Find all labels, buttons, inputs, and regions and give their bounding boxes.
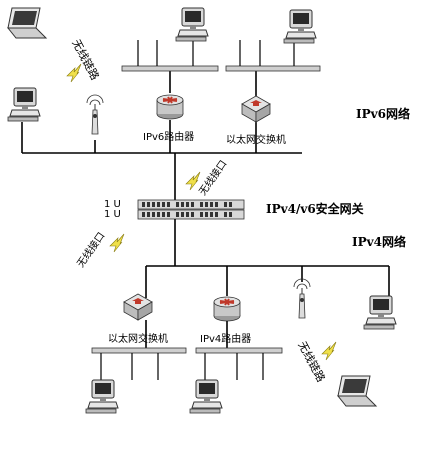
ipv4-router-hub-bar — [195, 347, 283, 354]
desktop-computer-icon — [175, 7, 209, 42]
ethernet-switch-icon — [123, 293, 153, 321]
desktop-computer-icon — [283, 9, 317, 44]
eth-switch-top-label: 以太网交换机 — [226, 133, 286, 146]
wireless-antenna-icon — [86, 94, 104, 135]
wireless-signal-icon — [66, 63, 82, 83]
port-mark-1: 1 U — [104, 199, 121, 210]
desktop-computer-icon — [85, 379, 119, 414]
ipv6-network-label: IPv6网络 — [356, 106, 410, 121]
wireless-signal-icon — [185, 171, 201, 191]
port-mark-2: 1 U — [104, 209, 121, 220]
ipv6-router-label: IPv6路由器 — [143, 130, 194, 143]
ipv6-switch-hub-bar — [225, 65, 321, 72]
wireless-signal-icon — [321, 341, 337, 361]
desktop-computer-icon — [7, 87, 41, 122]
gateway-label: IPv4/v6安全网关 — [266, 201, 364, 216]
eth-switch-bottom-label: 以太网交换机 — [108, 332, 168, 345]
ethernet-switch-icon — [241, 95, 271, 123]
ipv6-router-hub-bar — [121, 65, 219, 72]
router-icon — [213, 296, 241, 322]
wireless-port-bottom-label: 无线接口 — [74, 229, 108, 269]
security-gateway-icon — [137, 199, 245, 220]
wireless-port-top-label: 无线接口 — [196, 157, 230, 197]
laptop-icon — [337, 375, 377, 407]
ipv4-switch-hub-bar — [91, 347, 187, 354]
desktop-computer-icon — [189, 379, 223, 414]
wireless-antenna-icon — [293, 278, 311, 319]
laptop-icon — [7, 7, 47, 39]
ipv4-network-label: IPv4网络 — [352, 234, 406, 249]
desktop-computer-icon — [363, 295, 397, 330]
router-icon — [156, 94, 184, 120]
wireless-signal-icon — [109, 233, 125, 253]
wireless-link-bottom-label: 无线链路 — [295, 339, 328, 384]
ipv4-router-label: IPv4路由器 — [200, 332, 251, 345]
